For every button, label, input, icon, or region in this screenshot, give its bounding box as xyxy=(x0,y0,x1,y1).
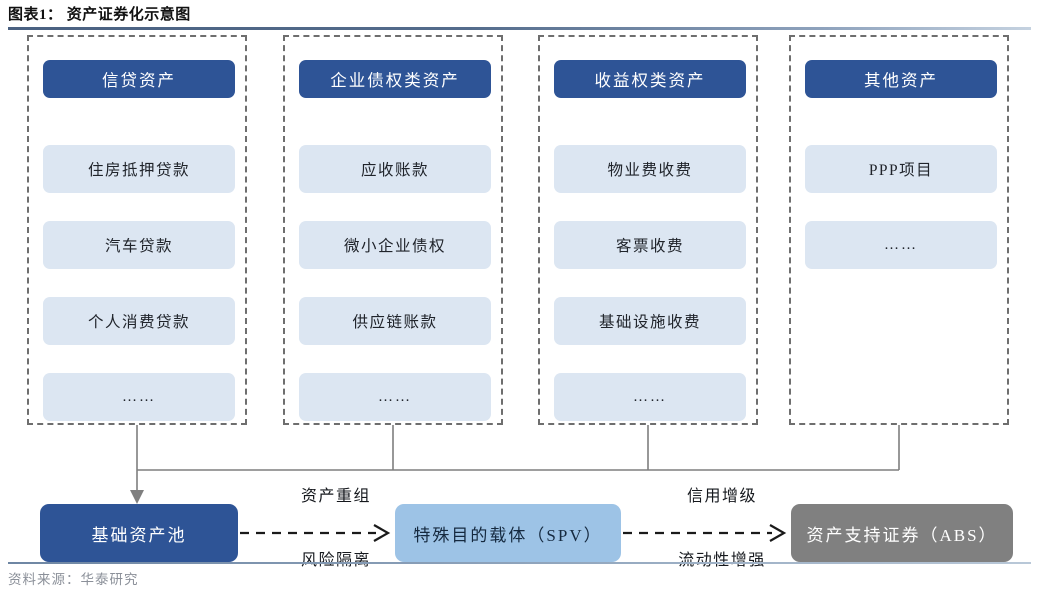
asset-item: 汽车贷款 xyxy=(43,221,235,269)
title-divider xyxy=(8,27,1031,30)
asset-item: 基础设施收费 xyxy=(554,297,746,345)
asset-item: 应收账款 xyxy=(299,145,491,193)
flow-node-spv: 特殊目的载体（SPV） xyxy=(395,504,621,562)
asset-group-corporate-debt: 企业债权类资产 应收账款 微小企业债权 供应链账款 …… xyxy=(283,35,503,425)
edge-label-liquidity-enhancement: 流动性增强 xyxy=(678,552,766,569)
edge-label-asset-restructuring: 资产重组 xyxy=(300,488,371,505)
edge-label-credit-enhancement: 信用增级 xyxy=(686,488,757,505)
asset-item-ellipsis: …… xyxy=(805,221,997,269)
group-header-credit: 信贷资产 xyxy=(43,60,235,98)
edge-label-risk-isolation: 风险隔离 xyxy=(300,552,371,569)
group-header-corporate-debt: 企业债权类资产 xyxy=(299,60,491,98)
asset-item: 供应链账款 xyxy=(299,297,491,345)
group-header-revenue-rights: 收益权类资产 xyxy=(554,60,746,98)
asset-item-ellipsis: …… xyxy=(299,373,491,421)
asset-group-revenue-rights: 收益权类资产 物业费收费 客票收费 基础设施收费 …… xyxy=(538,35,758,425)
footer-divider xyxy=(8,562,1031,564)
source-note: 资料来源：华泰研究 xyxy=(8,572,139,587)
asset-item: 物业费收费 xyxy=(554,145,746,193)
asset-item: 客票收费 xyxy=(554,221,746,269)
group-header-other: 其他资产 xyxy=(805,60,997,98)
asset-item: 个人消费贷款 xyxy=(43,297,235,345)
asset-group-credit: 信贷资产 住房抵押贷款 汽车贷款 个人消费贷款 …… xyxy=(27,35,247,425)
page-title: 图表1： 资产证券化示意图 xyxy=(8,7,191,23)
asset-item: PPP项目 xyxy=(805,145,997,193)
diagram-canvas: 信贷资产 住房抵押贷款 汽车贷款 个人消费贷款 …… 企业债权类资产 应收账款 … xyxy=(0,30,1039,569)
asset-item-ellipsis: …… xyxy=(43,373,235,421)
asset-group-other: 其他资产 PPP项目 …… xyxy=(789,35,1009,425)
asset-item: 住房抵押贷款 xyxy=(43,145,235,193)
flow-node-asset-pool: 基础资产池 xyxy=(40,504,238,562)
asset-item-ellipsis: …… xyxy=(554,373,746,421)
flow-node-abs: 资产支持证券（ABS） xyxy=(791,504,1013,562)
asset-item: 微小企业债权 xyxy=(299,221,491,269)
